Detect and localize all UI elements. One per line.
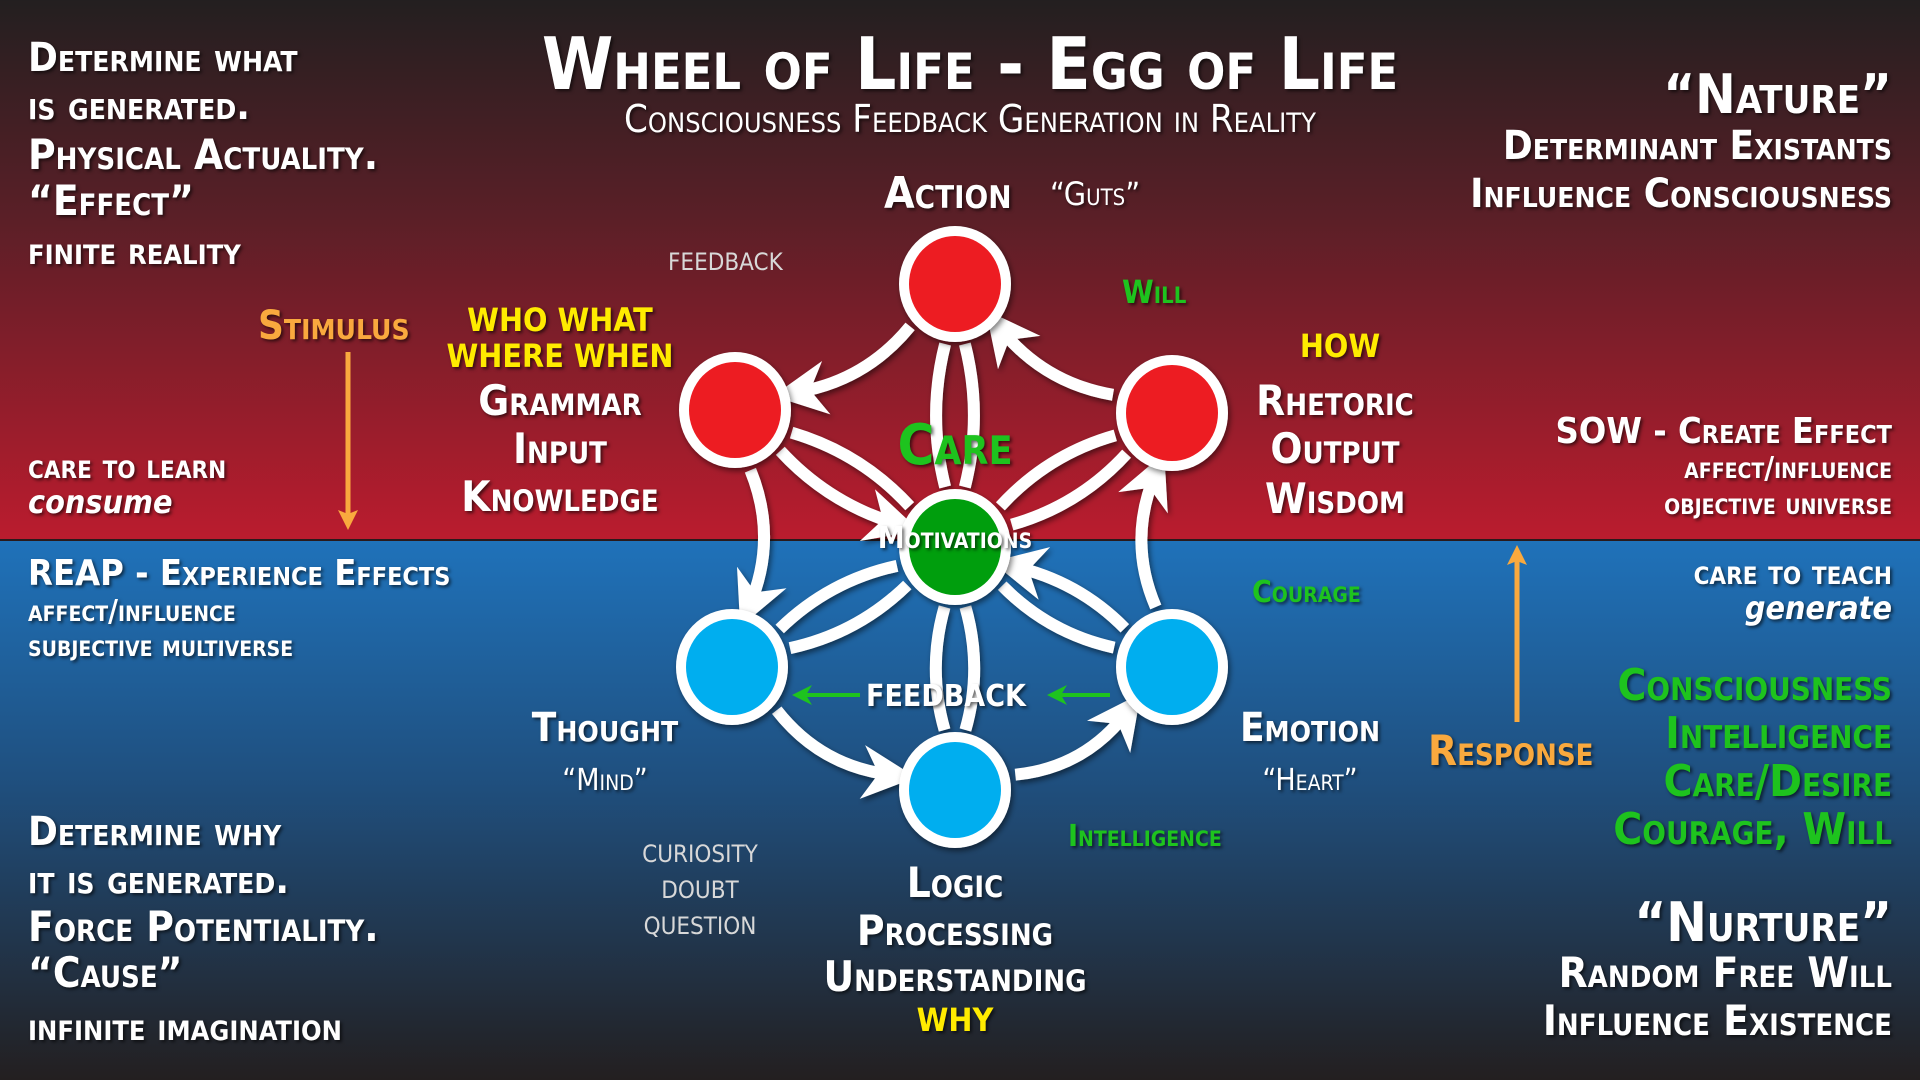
edge-grammar-to-thought [736, 467, 787, 627]
action-label: Action [884, 168, 1012, 219]
top-left-line: finite reality [28, 229, 241, 273]
how-label: HOW [1299, 327, 1381, 365]
feedback-mid-label: FEEDBACK [866, 679, 1026, 714]
edge-action-center-a [930, 342, 951, 489]
sow-line-3: objective universe [1664, 487, 1892, 522]
quality-intelligence: Intelligence [1665, 708, 1892, 759]
node-fill [909, 742, 1001, 838]
edge-emotion-center-a [991, 547, 1130, 633]
nature-line-1: Determinant Existants [1502, 123, 1892, 169]
edge-rhetoric-center-b [1010, 449, 1132, 531]
quality-courage-will: Courage, Will [1613, 804, 1892, 855]
bottom-left-line: infinite imagination [28, 1005, 342, 1049]
why-label: WHY [916, 1001, 994, 1039]
top-left-line: Determine what [28, 35, 298, 81]
processing-label: Processing [856, 906, 1054, 955]
bottom-left-line: it is generated. [28, 857, 289, 903]
edge-emotion-to-rhetoric [1118, 453, 1168, 610]
quality-care-desire: Care/Desire [1663, 756, 1892, 807]
node-fill [909, 499, 1001, 595]
top-left-line: “Effect” [28, 176, 194, 225]
edge-action-center-b [959, 342, 980, 489]
thought-label: Thought [531, 705, 679, 751]
edge-rhetoric-to-action [985, 310, 1115, 401]
node-fill [689, 362, 781, 458]
understanding-label: Understanding [823, 952, 1087, 1001]
output-label: Output [1270, 424, 1400, 473]
nature-label: “Nature” [1663, 63, 1892, 126]
care-to-teach: care to teach [1693, 553, 1892, 593]
question-label: QUESTION [643, 912, 757, 940]
rhetoric-label: Rhetoric [1256, 376, 1414, 425]
thought-nickname: “Mind” [562, 763, 648, 798]
intelligence-label: Intelligence [1068, 819, 1222, 854]
reap-line-3: subjective multiverse [28, 629, 294, 664]
node-action [899, 226, 1011, 342]
motivations-label: Motivations [877, 521, 1033, 556]
page-title: Wheel of Life - Egg of Life [541, 22, 1399, 106]
quality-consciousness: Consciousness [1617, 660, 1892, 711]
nurture-label: “Nurture” [1634, 891, 1892, 954]
edge-grammar-center-b [789, 426, 915, 511]
emotion-nickname: “Heart” [1262, 763, 1358, 798]
edge-logic-to-emotion [1014, 693, 1141, 781]
nurture-line-1: Random Free Will [1558, 948, 1892, 997]
care-center-label: Care [897, 413, 1013, 478]
edge-logic-center-b [929, 605, 951, 732]
doubt-label: DOUBT [661, 876, 739, 904]
edge-rhetoric-center-a [995, 429, 1117, 511]
grammar-label: Grammar [478, 376, 642, 425]
generate-label: generate [1744, 589, 1892, 627]
edge-grammar-center-a [775, 446, 920, 542]
reap-line-1: REAP - Experience Effects [28, 553, 451, 594]
action-nickname: “Guts” [1050, 175, 1141, 213]
consume-label: consume [28, 483, 173, 521]
will-label: Will [1122, 273, 1187, 311]
node-fill [1126, 365, 1218, 461]
bottom-left-line: “Cause” [28, 948, 183, 997]
wisdom-label: Wisdom [1265, 474, 1405, 523]
top-left-line: is generated. [28, 83, 250, 129]
node-grammar [679, 352, 791, 468]
node-fill [686, 619, 778, 715]
sow-line-2: affect/influence [1684, 451, 1892, 486]
top-left-line: Physical Actuality. [28, 130, 379, 179]
care-to-learn: care to learn [28, 447, 227, 487]
curiosity-label: CURIOSITY [642, 840, 758, 868]
bottom-left-line: Force Potentiality. [28, 902, 379, 951]
courage-label: Courage [1252, 575, 1361, 610]
node-logic [899, 732, 1011, 848]
nature-line-2: Influence Consciousness [1470, 171, 1892, 217]
node-rhetoric [1116, 355, 1228, 471]
grammar-wh-1: WHO WHAT [467, 301, 653, 339]
edge-logic-center-a [959, 605, 981, 732]
response-label: Response [1428, 726, 1594, 775]
nurture-line-2: Influence Existence [1542, 996, 1892, 1045]
stimulus-label: Stimulus [258, 303, 410, 349]
feedback-top-label: FEEDBACK [668, 248, 783, 276]
node-fill [1126, 619, 1218, 715]
node-thought [676, 609, 788, 725]
emotion-label: Emotion [1239, 705, 1381, 751]
edge-action-to-grammar [772, 322, 915, 415]
knowledge-label: Knowledge [461, 472, 659, 521]
edge-thought-center-a [788, 580, 912, 654]
sow-line-1: SOW - Create Effect [1555, 411, 1892, 452]
reap-line-2: affect/influence [28, 594, 236, 629]
node-center [899, 489, 1011, 605]
edge-thought-to-logic [771, 706, 917, 799]
page-subtitle: Consciousness Feedback Generation in Rea… [624, 97, 1316, 141]
grammar-wh-2: WHERE WHEN [446, 337, 674, 375]
logic-label: Logic [906, 858, 1004, 907]
edge-emotion-center-b [997, 581, 1116, 654]
input-label: Input [513, 424, 607, 473]
edge-thought-center-b [775, 560, 899, 634]
node-fill [909, 236, 1001, 332]
bottom-left-line: Determine why [28, 809, 282, 855]
node-emotion [1116, 609, 1228, 725]
